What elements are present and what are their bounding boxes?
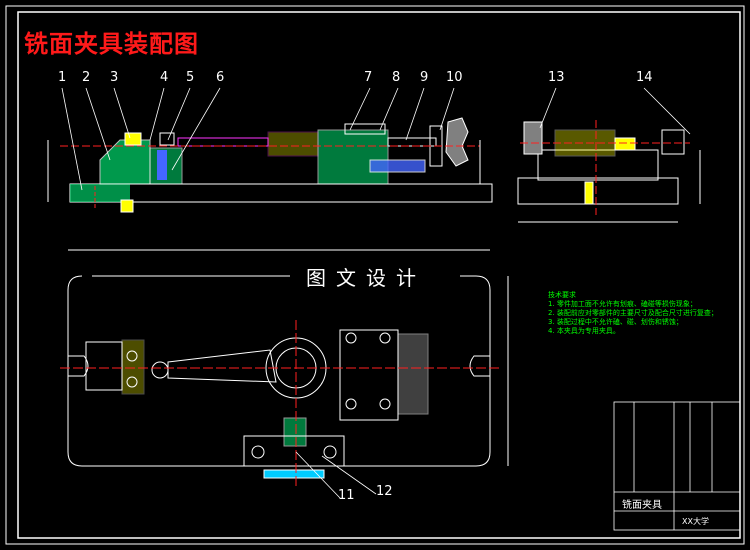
clamp-bolt-1 [345,332,357,344]
right-clamp-block [317,129,389,185]
hand-knob [445,117,469,167]
side-view [517,120,701,223]
callout-9: 9 [420,70,429,85]
top-base-outline [67,275,491,467]
side-body [537,149,659,181]
title-block-school: XX大学 [682,517,709,526]
rod-big-end [267,131,319,157]
top-view [60,249,509,488]
jaw-block [124,132,142,146]
bottom-knob [263,469,325,479]
inner-frame [17,11,741,539]
side-nut [661,129,685,155]
watermark-text: 图文设计 [306,266,426,290]
front-view [47,117,493,213]
callout-12: 12 [376,484,393,499]
callout-14: 14 [636,70,653,85]
rod-shank-top [167,349,277,383]
right-slot [469,355,490,377]
clamp-handle [397,333,429,415]
left-jaw [121,339,145,395]
bottom-screw [120,199,134,213]
bottom-bolt-2 [323,445,337,459]
vee-block [85,341,123,391]
title-block-name: 铣面夹具 [622,500,662,511]
callout-13: 13 [548,70,565,85]
callout-5: 5 [186,70,195,85]
left-slot [68,355,89,377]
pin-block [159,132,175,146]
title-block [613,401,741,531]
clamp-bolt-3 [345,398,357,410]
clamp-bolt-4 [379,398,391,410]
outer-frame [5,5,745,545]
clamp-top [344,123,386,135]
side-knob [523,121,543,155]
side-base [517,177,679,205]
callout-6: 6 [216,70,225,85]
bottom-bolt-1 [251,445,265,459]
base-hatch-left [70,184,130,202]
tech-line-2: 2. 装配前应对零部件的主要尺寸及配合尺寸进行复查； [548,309,718,317]
bottom-clamp [243,435,345,467]
tech-line-3: 3. 装配过程中不允许磕、碰、划伤和锈蚀； [548,318,683,326]
tech-requirements: 技术要求 1. 零件加工面不允许有划痕、磕碰等损伤现象； 2. 装配前应对零部件… [548,291,718,336]
callout-10: 10 [446,70,463,85]
lead-screw [387,137,437,147]
clamp-screw [369,159,426,173]
callout-2: 2 [82,70,91,85]
bolt-2 [126,376,138,388]
callout-11: 11 [338,488,355,503]
small-end [151,361,169,379]
clamp-bolt-2 [379,332,391,344]
tech-line-4: 4. 本夹具为专用夹具。 [548,327,620,335]
callout-7: 7 [364,70,373,85]
bolt-1 [126,350,138,362]
callout-4: 4 [160,70,169,85]
left-support-section [99,139,151,185]
callout-1: 1 [58,70,67,85]
tech-line-1: 1. 零件加工面不允许有划痕、磕碰等损伤现象； [548,300,697,308]
drawing-title: 铣面夹具装配图 [24,30,199,58]
side-jaw [614,137,636,151]
bottom-support [283,417,307,447]
callout-3: 3 [110,70,119,85]
side-screw [584,181,594,205]
leaders [61,87,691,499]
tech-heading: 技术要求 [548,291,576,299]
support-pin [157,150,167,180]
connecting-rod-shank [177,137,269,147]
callout-8: 8 [392,70,401,85]
base-plate [69,183,493,203]
